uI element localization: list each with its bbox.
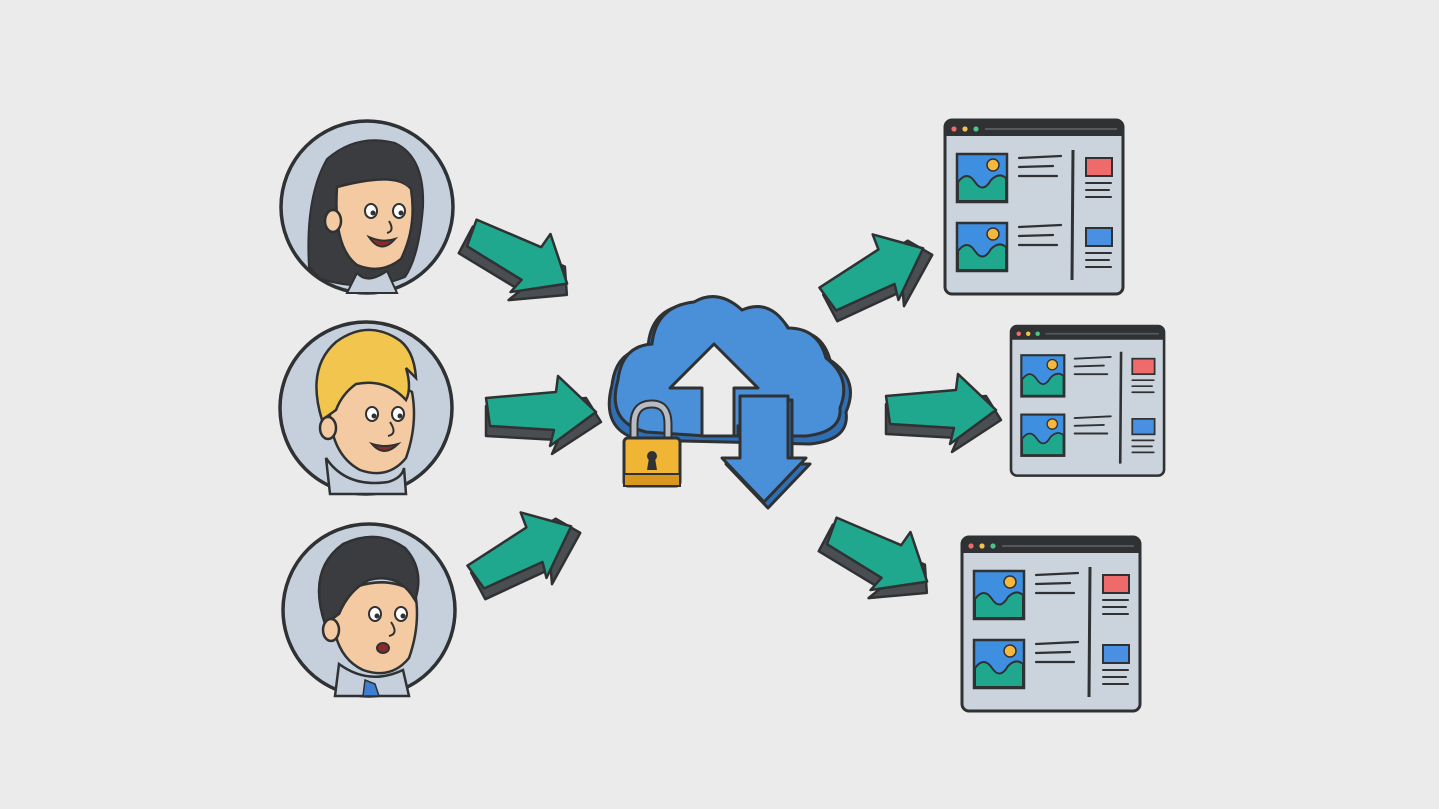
website-window-1 [943,118,1125,296]
website-window-2 [1009,324,1166,477]
arrow-cloud-to-site-2 [884,372,1003,454]
arrow-cloud-to-site-1 [807,212,949,339]
arrow-cloud-to-site-3 [809,496,950,623]
user-woman-avatar [279,119,455,295]
user-blond-man-avatar [278,320,454,496]
arrow-user-1-to-cloud [449,198,590,325]
arrow-user-2-to-cloud [484,374,603,456]
cloud-sync-icon [607,295,852,510]
padlock-icon [622,399,682,488]
user-dark-haired-man-avatar [281,522,457,698]
arrow-user-3-to-cloud [455,490,597,617]
website-window-3 [960,535,1142,713]
